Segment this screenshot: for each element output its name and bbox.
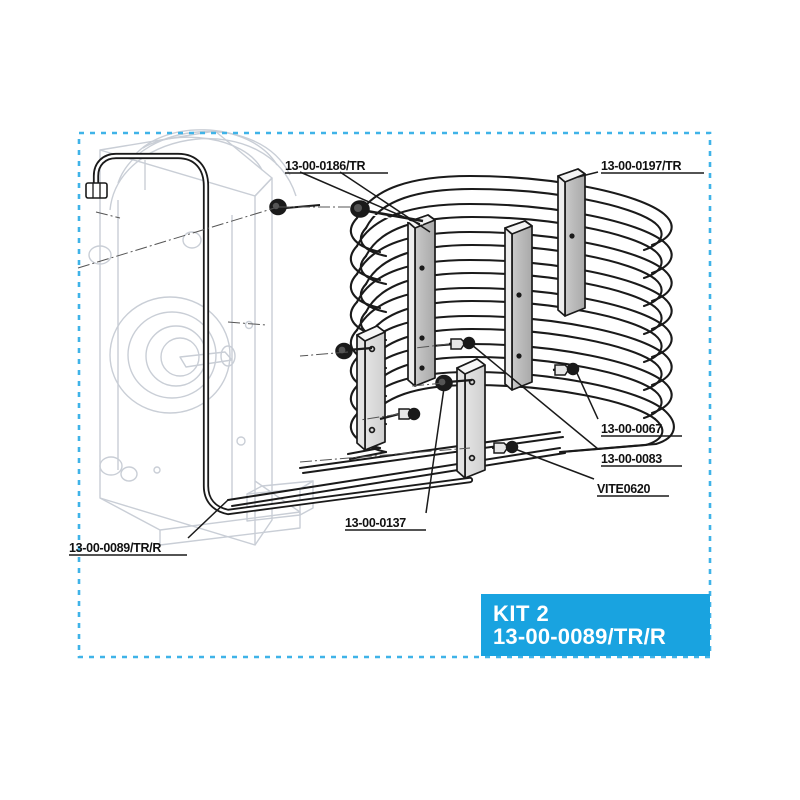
mounting-bar-center <box>504 220 533 391</box>
callout-13-00-0067: 13-00-0067 <box>601 422 662 436</box>
long-bolt <box>350 200 424 225</box>
bolt-bracket-left-upper <box>335 342 373 360</box>
leader-lines <box>187 171 599 539</box>
mounting-bar-right <box>557 168 586 317</box>
callout-13-00-0089-tr-r: 13-00-0089/TR/R <box>69 541 162 555</box>
bracket-right <box>456 358 486 479</box>
kit-badge: KIT 2 13-00-0089/TR/R <box>481 594 710 656</box>
assembly-axis <box>77 206 471 463</box>
callout-vite0620: VITE0620 <box>597 482 651 496</box>
callout-13-00-0083: 13-00-0083 <box>601 452 662 466</box>
bolt-coil-right <box>552 362 580 376</box>
bracket-left <box>356 325 386 451</box>
kit-badge-title: KIT 2 <box>493 600 550 626</box>
callout-13-00-0137: 13-00-0137 <box>345 516 406 530</box>
inlet-pipe <box>85 152 474 516</box>
bolt-vite0620 <box>491 440 519 454</box>
callout-13-00-0186-tr: 13-00-0186/TR <box>285 159 366 173</box>
callout-13-00-0197-tr: 13-00-0197/TR <box>601 159 682 173</box>
kit-badge-partnumber: 13-00-0089/TR/R <box>493 624 666 649</box>
